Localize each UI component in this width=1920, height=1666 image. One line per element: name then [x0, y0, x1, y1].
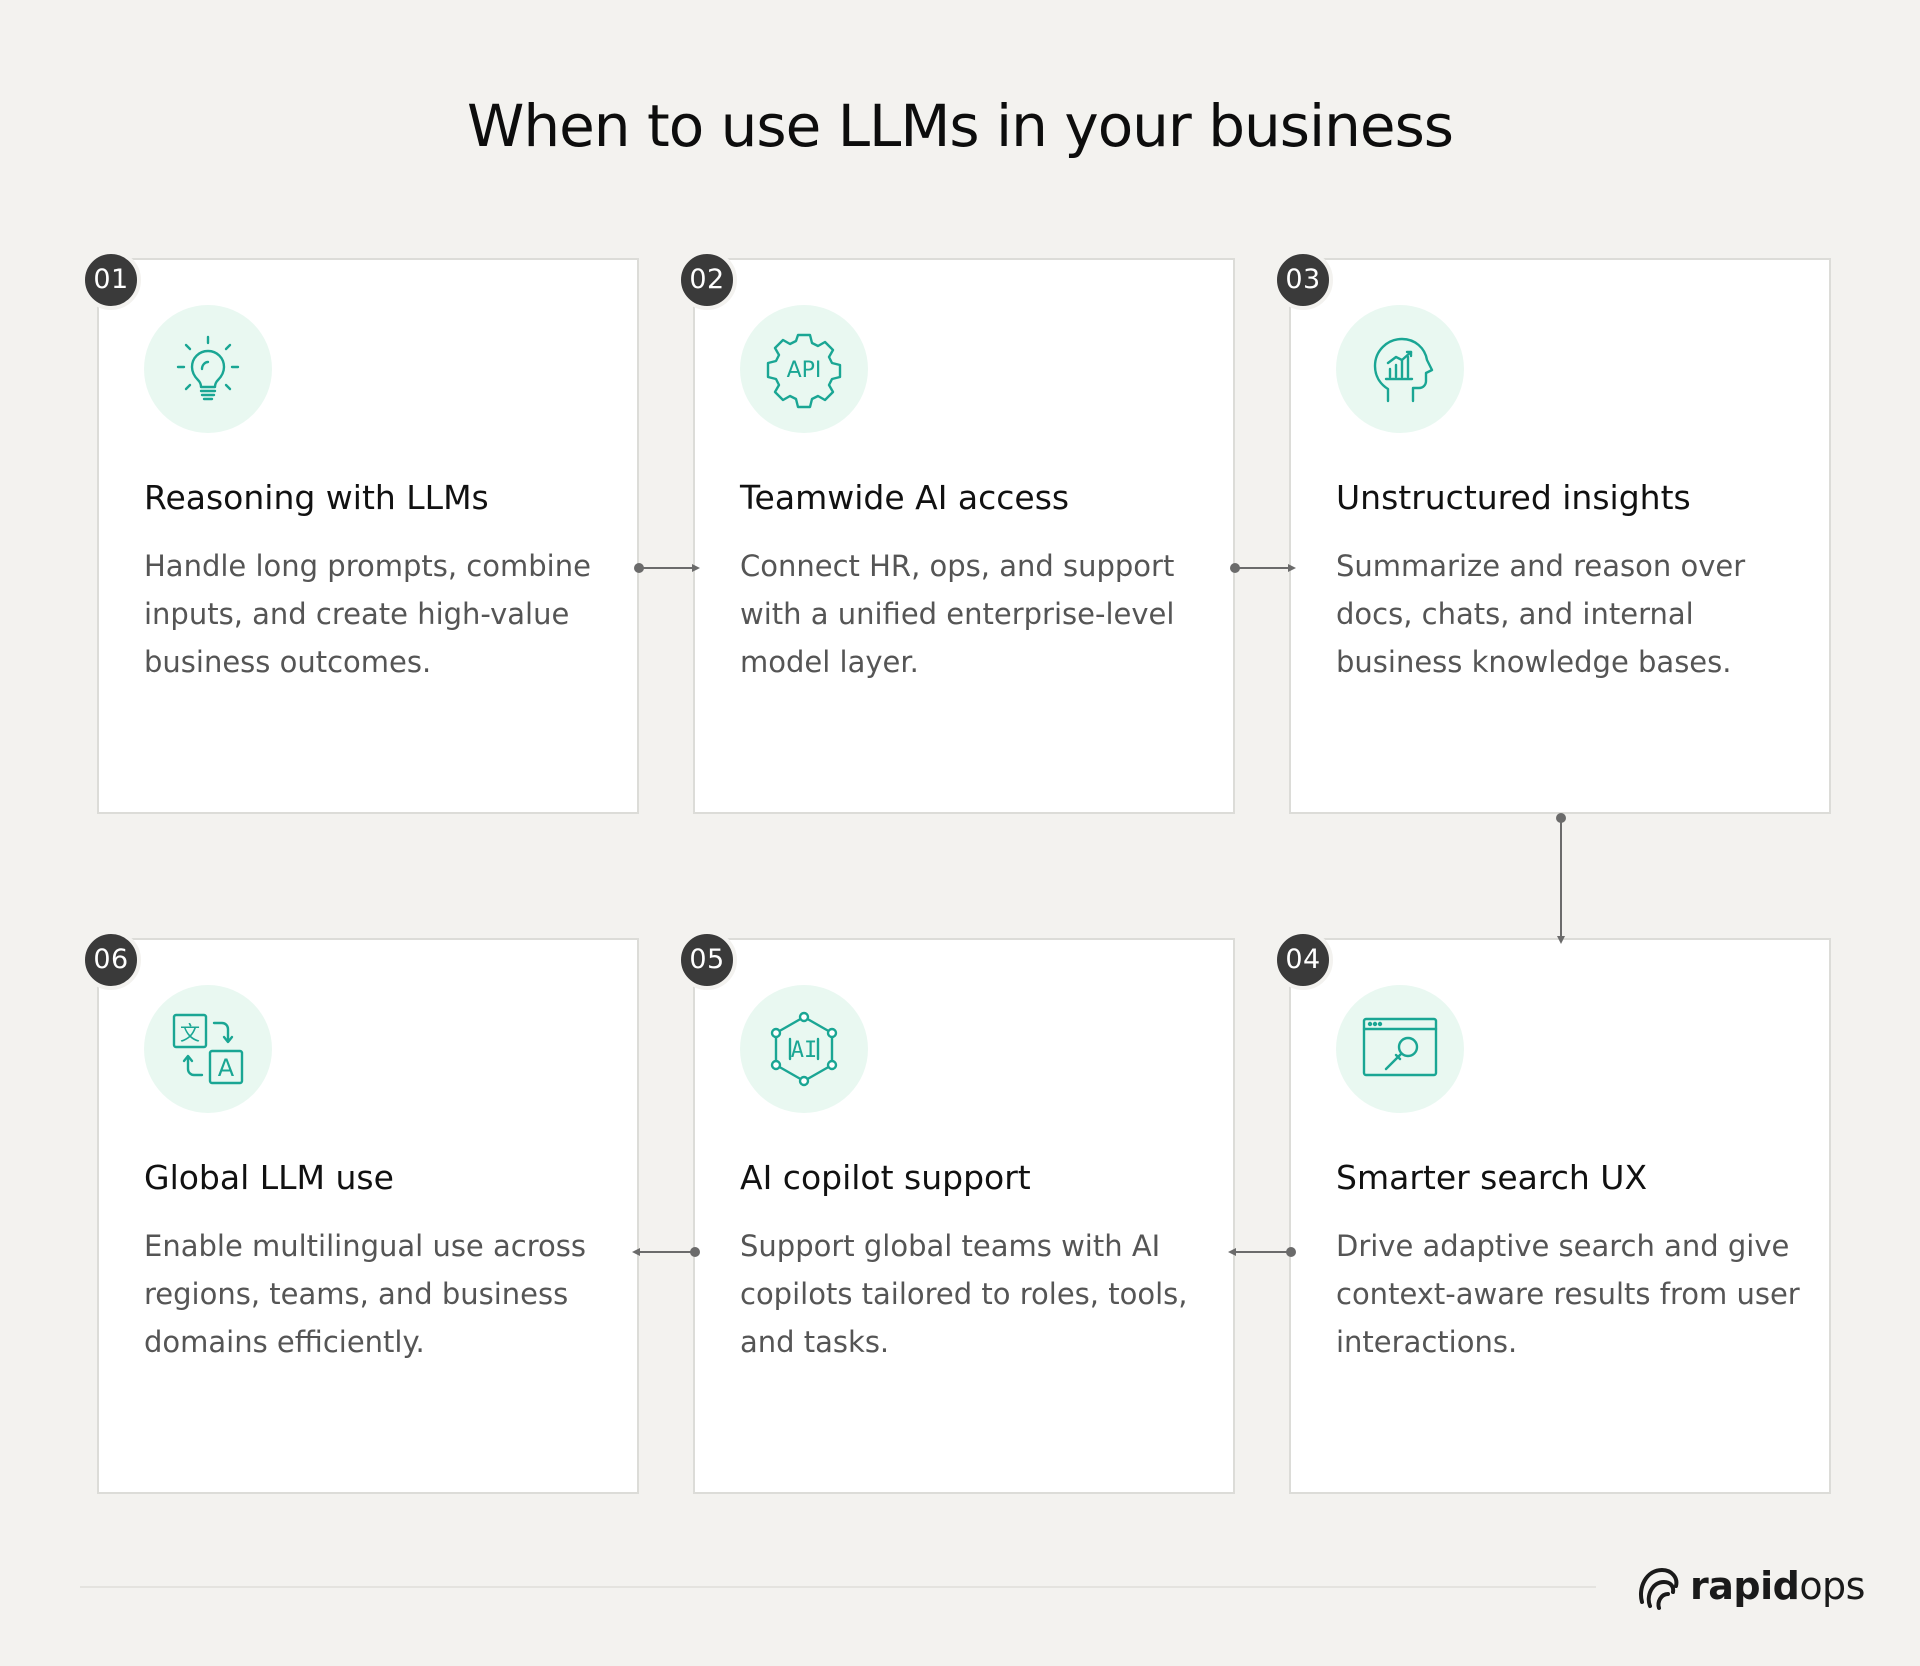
step-title: Reasoning with LLMs: [144, 478, 489, 517]
step-title: Teamwide AI access: [740, 478, 1070, 517]
svg-text:文: 文: [180, 1021, 200, 1045]
connector-01-02: [634, 563, 700, 573]
step-number-badge-02: 02: [677, 250, 737, 310]
head-chart-icon: [1373, 337, 1434, 403]
step-number-badge-06: 06: [81, 930, 141, 990]
connector-04-05: [1228, 1247, 1296, 1257]
step-number-badge-04: 04: [1273, 930, 1333, 990]
svg-text:API: API: [787, 358, 822, 383]
rapidops-wordmark: rapidops: [1690, 1564, 1865, 1608]
step-title: Unstructured insights: [1336, 478, 1691, 517]
ai-hexagon-icon: AI: [770, 1011, 838, 1087]
step-card-02: API Teamwide AI access Connect HR, ops, …: [693, 258, 1235, 814]
connector-05-06: [632, 1247, 700, 1257]
step-description: Handle long prompts, combine inputs, and…: [144, 549, 591, 679]
step-card-03: Unstructured insights Summarize and reas…: [1289, 258, 1831, 814]
icon-circle: 文 A: [144, 985, 272, 1113]
step-description: Connect HR, ops, and support with a unif…: [740, 549, 1175, 679]
api-gear-icon: API: [766, 333, 842, 409]
step-number-badge-01: 01: [81, 250, 141, 310]
icon-circle: [1336, 305, 1464, 433]
rapidops-logo: rapidops: [1634, 1558, 1865, 1614]
icon-circle: [1336, 985, 1464, 1113]
rapidops-swirl-icon: [1639, 1567, 1679, 1610]
step-card-01: Reasoning with LLMs Handle long prompts,…: [97, 258, 639, 814]
step-description: Drive adaptive search and give context-a…: [1336, 1229, 1800, 1359]
step-card-06: 文 A Global LLM use Enable multilingual u…: [97, 938, 639, 1494]
svg-text:A: A: [218, 1054, 235, 1082]
footer-divider: [80, 1586, 1596, 1588]
translate-icon: 文 A: [172, 1013, 244, 1085]
step-description: Enable multilingual use across regions, …: [144, 1229, 586, 1359]
step-title: AI copilot support: [740, 1158, 1031, 1197]
icon-circle: [144, 305, 272, 433]
connector-02-03: [1230, 563, 1296, 573]
svg-text:AI: AI: [791, 1038, 818, 1063]
page-title: When to use LLMs in your business: [466, 92, 1454, 160]
step-description: Summarize and reason over docs, chats, a…: [1336, 549, 1746, 679]
connector-03-04: [1556, 813, 1566, 944]
step-card-05: AI AI copilot support Support global tea…: [693, 938, 1235, 1494]
step-title: Smarter search UX: [1336, 1158, 1648, 1197]
step-number-badge-03: 03: [1273, 250, 1333, 310]
lightbulb-icon: [176, 335, 240, 401]
icon-circle: API: [740, 305, 868, 433]
step-description: Support global teams with AI copilots ta…: [740, 1229, 1188, 1359]
step-title: Global LLM use: [144, 1158, 394, 1197]
browser-search-icon: [1362, 1017, 1438, 1077]
step-number-badge-05: 05: [677, 930, 737, 990]
icon-circle: AI: [740, 985, 868, 1113]
